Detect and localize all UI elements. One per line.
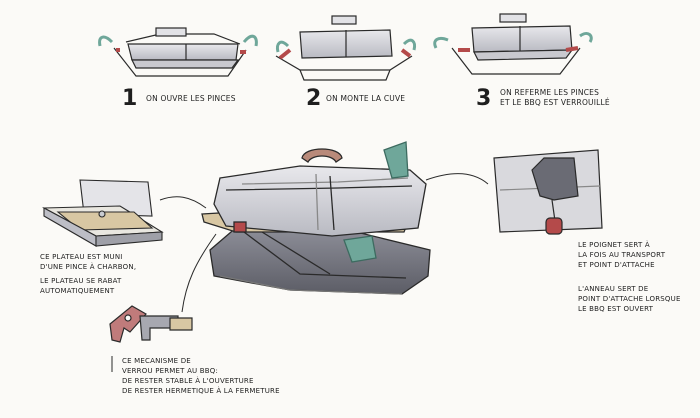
- annotation-mecanisme-line: CE MECANISME DE: [122, 356, 280, 366]
- annotation-poignet-line: ET POINT D'ATTACHE: [578, 260, 665, 270]
- annotation-anneau-line: L'ANNEAU SERT DE: [578, 284, 681, 294]
- poignet-sketch: [494, 150, 602, 234]
- annotation-plateau-line: CE PLATEAU EST MUNI: [40, 252, 136, 262]
- annotation-anneau-line: POINT D'ATTACHE LORSQUE: [578, 294, 681, 304]
- annotation-mecanisme-line: DE RESTER HERMETIQUE À LA FERMETURE: [122, 386, 280, 396]
- connector-poignet-arrow: [426, 174, 488, 184]
- annotation-anneau: L'ANNEAU SERT DE POINT D'ATTACHE LORSQUE…: [578, 284, 681, 314]
- annotation-plateau: CE PLATEAU EST MUNI D'UNE PINCE À CHARBO…: [40, 252, 136, 296]
- annotation-poignet: LE POIGNET SERT À LA FOIS AU TRANSPORT E…: [578, 240, 665, 270]
- step-3-arrow-right-icon: [580, 34, 591, 42]
- annotation-plateau-line: AUTOMATIQUEMENT: [40, 286, 136, 296]
- connector-plateau-arrow: [160, 197, 206, 208]
- step-1-sketch: [114, 28, 246, 76]
- annotation-mecanisme: CE MECANISME DE VERROU PERMET AU BBQ: DE…: [122, 356, 280, 396]
- step-3-label-line1: ON REFERME LES PINCES: [500, 88, 610, 98]
- step-3-label: ON REFERME LES PINCES ET LE BBQ EST VERR…: [500, 88, 610, 108]
- plateau-sketch: [44, 180, 162, 246]
- connector-mecanisme-arrow: [182, 234, 216, 312]
- step-1-arrow-left-icon: [100, 37, 112, 46]
- step-2-number: 2: [306, 86, 321, 111]
- step-2-sketch: [276, 16, 412, 80]
- step-2-arrow-right-icon: [404, 40, 415, 50]
- step-3-arrow-left-icon: [435, 38, 448, 48]
- annotation-plateau-line: D'UNE PINCE À CHARBON,: [40, 262, 136, 272]
- step-1-arrow-right-icon: [244, 36, 256, 46]
- annotation-poignet-line: LE POIGNET SERT À: [578, 240, 665, 250]
- annotation-poignet-line: LA FOIS AU TRANSPORT: [578, 250, 665, 260]
- step-3-number: 3: [476, 86, 491, 111]
- step-1-number: 1: [122, 86, 137, 111]
- annotation-mecanisme-line: VERROU PERMET AU BBQ:: [122, 366, 280, 376]
- annotation-mecanisme-line: DE RESTER STABLE À L'OUVERTURE: [122, 376, 280, 386]
- annotation-plateau-line: LE PLATEAU SE RABAT: [40, 276, 136, 286]
- annotation-anneau-line: LE BBQ EST OUVERT: [578, 304, 681, 314]
- mecanisme-sketch: [110, 306, 192, 342]
- step-3-label-line2: ET LE BBQ EST VERROUILLÉ: [500, 98, 610, 108]
- step-1-label: ON OUVRE LES PINCES: [146, 94, 236, 104]
- main-bbq-sketch: [202, 142, 430, 294]
- step-2-label: ON MONTE LA CUVE: [326, 94, 405, 104]
- step-3-sketch: [452, 14, 580, 74]
